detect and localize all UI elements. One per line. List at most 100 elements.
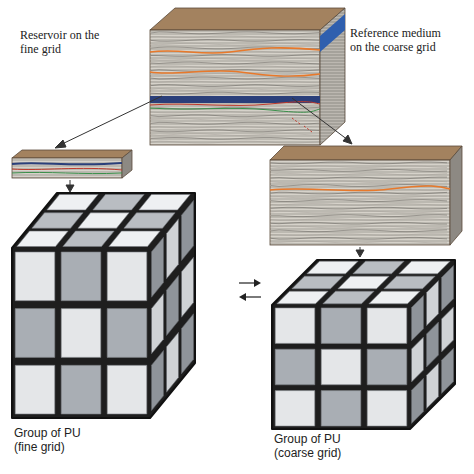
processing-unit — [275, 391, 315, 427]
horizon-line — [270, 186, 450, 191]
processing-unit — [15, 252, 55, 301]
arrow-head — [239, 293, 246, 301]
cube-body — [272, 260, 455, 429]
reference-cube — [270, 146, 462, 245]
seismic-trace — [271, 207, 447, 209]
pu-group: Group of PU (coarse grid) — [264, 256, 470, 466]
processing-unit — [307, 261, 358, 274]
seismic-trace — [271, 241, 447, 243]
seismic-trace — [271, 234, 447, 236]
seismic-trace — [271, 192, 447, 194]
seismic-trace — [271, 204, 447, 206]
processing-unit — [384, 276, 435, 289]
horizon-line — [12, 172, 122, 173]
processing-unit — [427, 281, 439, 326]
seismic-trace — [151, 130, 319, 132]
seismic-trace — [271, 173, 447, 175]
group-caption: Group of PU (coarse grid) — [274, 432, 374, 460]
cube-side-shade — [320, 8, 345, 145]
transfer-arrow — [239, 293, 261, 301]
slab-top — [12, 150, 132, 158]
processing-unit — [412, 296, 424, 341]
processing-unit — [321, 391, 361, 427]
horizon-line — [150, 71, 320, 76]
processing-unit — [167, 276, 179, 336]
processing-unit — [124, 213, 175, 228]
seismic-trace — [271, 215, 447, 217]
processing-unit — [369, 291, 420, 304]
arrow-head — [55, 140, 66, 148]
seismic-trace — [151, 32, 319, 34]
reservoir-layer — [12, 163, 122, 164]
leader-arrows — [55, 96, 364, 257]
processing-unit — [167, 219, 179, 279]
image-label: Reservoir on the fine grid — [20, 28, 100, 56]
processing-unit — [323, 291, 374, 304]
seismic-cube — [150, 8, 345, 145]
seismic-trace — [151, 126, 319, 128]
cube-body — [12, 193, 195, 418]
processing-unit — [338, 276, 389, 289]
transfer-arrow — [239, 279, 261, 287]
processing-unit — [367, 349, 407, 385]
seismic-trace — [271, 230, 447, 232]
processing-unit — [182, 201, 194, 261]
seismic-trace — [151, 122, 319, 124]
processing-unit — [63, 231, 114, 246]
processing-unit — [167, 332, 179, 392]
horizon-line — [12, 168, 122, 170]
seismic-trace — [151, 55, 319, 57]
processing-unit — [442, 348, 454, 393]
processing-unit — [427, 322, 439, 367]
seismic-trace — [151, 58, 319, 60]
seismic-trace — [151, 73, 319, 75]
seismic-trace — [271, 211, 447, 213]
slab-front — [12, 158, 122, 178]
seismic-trace — [271, 222, 447, 224]
processing-unit — [367, 308, 407, 344]
processing-unit — [182, 314, 194, 374]
seismic-trace — [151, 85, 319, 87]
pu-group: Group of PU (fine grid) — [8, 186, 236, 466]
processing-unit — [32, 213, 83, 228]
arrow-head — [343, 135, 352, 144]
processing-unit — [47, 195, 98, 210]
reservoir-band — [320, 14, 345, 52]
seismic-trace — [271, 237, 447, 239]
processing-unit — [61, 365, 101, 414]
seismic-trace — [151, 81, 319, 83]
cube-side — [320, 8, 345, 145]
arrow-head — [356, 250, 364, 257]
slab-side — [122, 150, 132, 178]
processing-unit — [412, 337, 424, 382]
seismic-trace — [271, 226, 447, 228]
seismic-trace — [151, 77, 319, 79]
seismic-trace — [271, 200, 447, 202]
cube-front — [270, 160, 450, 245]
seismic-trace — [151, 134, 319, 136]
seismic-trace — [151, 141, 319, 143]
horizon-line — [150, 48, 320, 53]
seismic-trace — [151, 40, 319, 42]
processing-unit — [152, 351, 164, 411]
image-label: Reference medium on the coarse grid — [350, 26, 454, 54]
connector-line — [245, 296, 261, 297]
seismic-trace — [151, 36, 319, 38]
seismic-trace — [271, 181, 447, 183]
processing-unit — [182, 257, 194, 317]
processing-unit — [109, 231, 160, 246]
processing-unit — [93, 195, 144, 210]
processing-unit — [277, 291, 328, 304]
processing-unit — [399, 261, 450, 274]
seismic-trace — [151, 92, 319, 94]
processing-unit — [367, 391, 407, 427]
processing-unit — [292, 276, 343, 289]
processing-unit — [412, 378, 424, 423]
group-caption: Group of PU (fine grid) — [14, 426, 106, 454]
processing-unit — [15, 365, 55, 414]
processing-unit — [275, 349, 315, 385]
seismic-trace — [271, 177, 447, 179]
connector-line — [239, 282, 255, 283]
horizon-line — [150, 102, 320, 106]
